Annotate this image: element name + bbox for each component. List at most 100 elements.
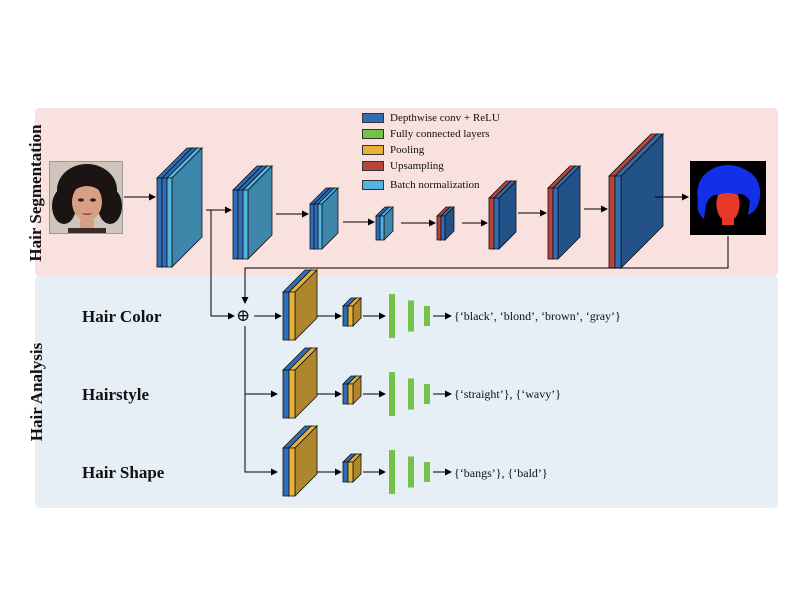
analysis-small-pool-block-1-slab-0-front xyxy=(342,305,349,327)
analysis-pool-block-1-slab-1 xyxy=(288,269,318,341)
seg-block-3-slab-1-front xyxy=(313,203,319,250)
seg-block-4-slab-1-front xyxy=(379,215,385,241)
legend-label-batchnorm: Batch normalization xyxy=(390,179,480,191)
seg-block-1-slab-1-front xyxy=(161,177,168,268)
analysis-pool-block-1-slab-0-front xyxy=(282,291,290,341)
fc-layer-3-2 xyxy=(408,456,414,488)
fc-layer-2-3 xyxy=(424,384,430,404)
fc-layer-2-2 xyxy=(408,378,414,410)
seg-block-5-slab-0-front xyxy=(436,215,442,241)
legend-item-fc: Fully connected layers xyxy=(362,128,490,140)
fc-layer-3-1 xyxy=(389,450,395,494)
seg-block-1 xyxy=(156,147,203,268)
task-label-hair-color: Hair Color xyxy=(82,307,162,326)
analysis-pool-block-2-slab-0-front xyxy=(282,369,290,419)
legend-item-batchnorm: Batch normalization xyxy=(362,179,480,191)
seg-block-2-slab-2-front xyxy=(242,189,249,260)
analysis-small-pool-block-2-slab-1 xyxy=(347,375,362,405)
output-classes-hair-color: {‘black’, ‘blond’, ‘brown’, ‘gray’} xyxy=(454,309,621,323)
task-label-hair-shape: Hair Shape xyxy=(82,463,165,482)
legend-swatch-upsampling xyxy=(362,161,384,171)
analysis-small-pool-block-2-slab-1-front xyxy=(347,383,354,405)
face-illustration xyxy=(50,162,122,233)
analysis-small-pool-block-3 xyxy=(342,453,362,483)
analysis-pool-block-3-slab-1-front xyxy=(288,447,296,497)
legend-item-conv: Depthwise conv + ReLU xyxy=(362,112,500,124)
seg-block-7-slab-1 xyxy=(552,165,581,260)
legend-label-fc: Fully connected layers xyxy=(390,128,490,140)
analysis-small-pool-block-3-slab-0-front xyxy=(342,461,349,483)
analysis-small-pool-block-1-slab-1 xyxy=(347,297,362,327)
seg-block-3-slab-2-front xyxy=(317,203,323,250)
analysis-pool-block-1 xyxy=(282,269,318,341)
seg-block-1-slab-2-front xyxy=(166,177,173,268)
seg-block-7-slab-1-front xyxy=(552,187,559,260)
output-classes-hairstyle: {‘straight’}, {‘wavy’} xyxy=(454,387,562,401)
seg-block-6-slab-1-front xyxy=(493,197,500,250)
analysis-small-pool-block-2 xyxy=(342,375,362,405)
legend-label-conv: Depthwise conv + ReLU xyxy=(390,112,500,124)
analysis-small-pool-block-1 xyxy=(342,297,362,327)
concat-symbol: ⊕ xyxy=(236,306,251,325)
analysis-pool-block-1-slab-1-front xyxy=(288,291,296,341)
fc-layer-3-3 xyxy=(424,462,430,482)
legend-swatch-batchnorm xyxy=(362,180,384,190)
analysis-pool-block-2-slab-1-front xyxy=(288,369,296,419)
seg-block-6 xyxy=(488,180,517,250)
analysis-pool-block-3 xyxy=(282,425,318,497)
seg-block-3-slab-0-front xyxy=(309,203,315,250)
seg-block-7-slab-0-front xyxy=(547,187,554,260)
legend-swatch-conv xyxy=(362,113,384,123)
seg-block-8-slab-1 xyxy=(614,133,664,269)
analysis-small-pool-block-3-slab-1 xyxy=(347,453,362,483)
analysis-panel xyxy=(35,276,778,508)
seg-block-2 xyxy=(232,165,273,260)
seg-block-4-slab-0-front xyxy=(375,215,381,241)
input-face-image xyxy=(49,161,123,234)
seg-block-6-slab-0-front xyxy=(488,197,495,250)
output-classes-hair-shape: {‘bangs’}, {‘bald’} xyxy=(454,466,548,480)
analysis-pool-block-3-slab-0-front xyxy=(282,447,290,497)
seg-block-2-slab-1-front xyxy=(237,189,244,260)
legend-swatch-pooling xyxy=(362,145,384,155)
task-label-hairstyle: Hairstyle xyxy=(82,385,150,404)
fc-layer-1-1 xyxy=(389,294,395,338)
seg-block-5 xyxy=(436,206,455,241)
analysis-pool-block-2 xyxy=(282,347,318,419)
seg-block-1-slab-0-front xyxy=(156,177,163,268)
seg-block-3-slab-2 xyxy=(317,187,339,250)
seg-block-8-slab-1-front xyxy=(614,175,622,269)
legend-item-upsampling: Upsampling xyxy=(362,160,444,172)
seg-block-4 xyxy=(375,206,394,241)
seg-block-2-slab-2 xyxy=(242,165,273,260)
mask-illustration xyxy=(697,165,761,225)
seg-block-6-slab-1 xyxy=(493,180,517,250)
analysis-pool-block-3-slab-1 xyxy=(288,425,318,497)
fc-layer-1-2 xyxy=(408,300,414,332)
analysis-small-pool-block-2-slab-0-front xyxy=(342,383,349,405)
analysis-small-pool-block-3-slab-1-front xyxy=(347,461,354,483)
arrow-features-to-concat xyxy=(210,210,235,320)
arrow-concat-to-shape xyxy=(244,326,278,476)
seg-block-8 xyxy=(608,133,664,269)
seg-block-1-slab-2 xyxy=(166,147,203,268)
seg-block-7 xyxy=(547,165,581,260)
legend-item-pooling: Pooling xyxy=(362,144,424,156)
seg-block-8-slab-0-front xyxy=(608,175,616,269)
legend-label-upsampling: Upsampling xyxy=(390,160,444,172)
fc-layer-2-1 xyxy=(389,372,395,416)
seg-block-4-slab-1 xyxy=(379,206,394,241)
analysis-pool-block-2-slab-1 xyxy=(288,347,318,419)
seg-block-5-slab-1-front xyxy=(440,215,446,241)
seg-block-2-slab-0-front xyxy=(232,189,239,260)
legend-label-pooling: Pooling xyxy=(390,144,425,156)
fc-layer-1-3 xyxy=(424,306,430,326)
legend-swatch-fc xyxy=(362,129,384,139)
seg-block-5-slab-1 xyxy=(440,206,455,241)
arrow-mask-to-concat xyxy=(241,236,729,304)
segmentation-mask-output xyxy=(690,161,766,235)
analysis-small-pool-block-1-slab-1-front xyxy=(347,305,354,327)
seg-block-3 xyxy=(309,187,339,250)
